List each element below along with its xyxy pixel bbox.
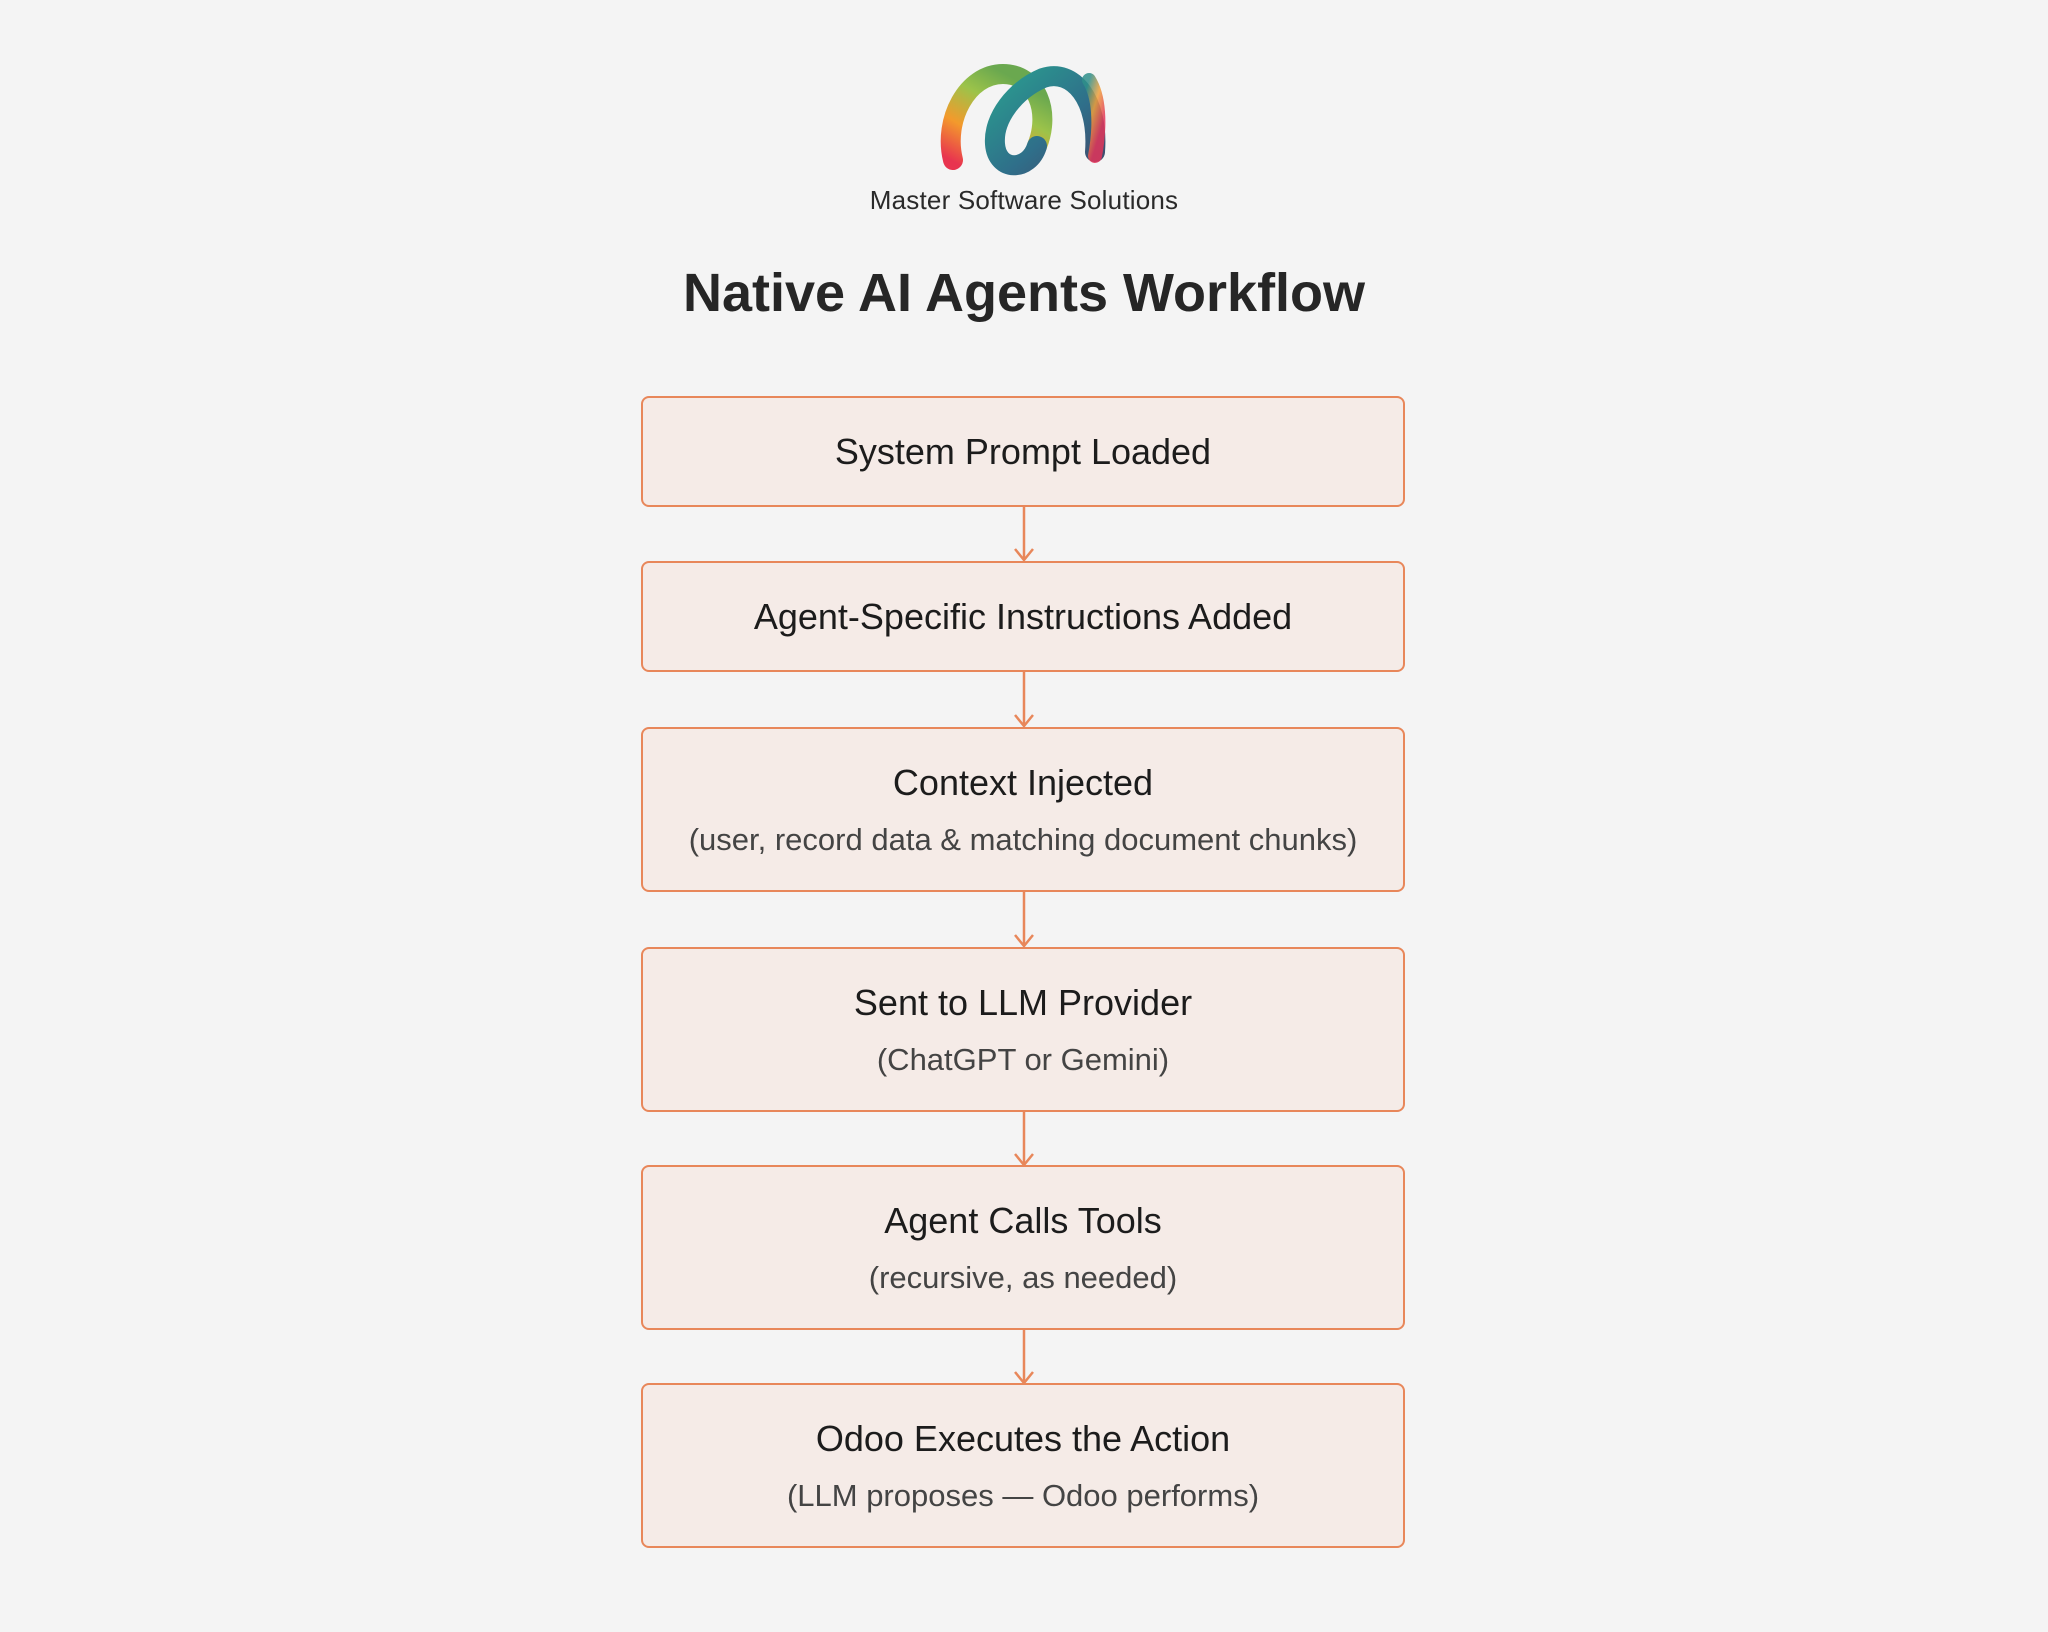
step-title: Agent-Specific Instructions Added [753, 595, 1293, 637]
step-odoo-executes: Odoo Executes the Action (LLM proposes —… [641, 1383, 1405, 1548]
step-title: Sent to LLM Provider [853, 982, 1193, 1024]
brand-logo-icon [940, 63, 1106, 176]
step-context-injected: Context Injected (user, record data & ma… [641, 727, 1405, 892]
step-agent-instructions: Agent-Specific Instructions Added [641, 561, 1405, 672]
arrow-connector [1014, 1330, 1034, 1385]
step-subtitle: (LLM proposes — Odoo performs) [786, 1477, 1260, 1513]
step-subtitle: (ChatGPT or Gemini) [876, 1041, 1170, 1077]
brand-logo [0, 60, 2048, 178]
diagram-title: Native AI Agents Workflow [682, 263, 1366, 323]
brand-name: Master Software Solutions [869, 185, 1179, 215]
arrow-connector [1014, 672, 1034, 728]
step-title: Agent Calls Tools [884, 1200, 1162, 1242]
step-title: Context Injected [892, 762, 1154, 804]
arrow-connector [1014, 892, 1034, 948]
step-title: Odoo Executes the Action [815, 1418, 1231, 1460]
step-title: System Prompt Loaded [834, 430, 1212, 472]
arrow-connector [1014, 1112, 1034, 1167]
step-subtitle: (recursive, as needed) [868, 1259, 1178, 1295]
step-system-prompt: System Prompt Loaded [641, 396, 1405, 507]
step-subtitle: (user, record data & matching document c… [688, 821, 1358, 857]
step-agent-calls-tools: Agent Calls Tools (recursive, as needed) [641, 1165, 1405, 1330]
step-llm-provider: Sent to LLM Provider (ChatGPT or Gemini) [641, 947, 1405, 1112]
arrow-connector [1014, 507, 1034, 562]
